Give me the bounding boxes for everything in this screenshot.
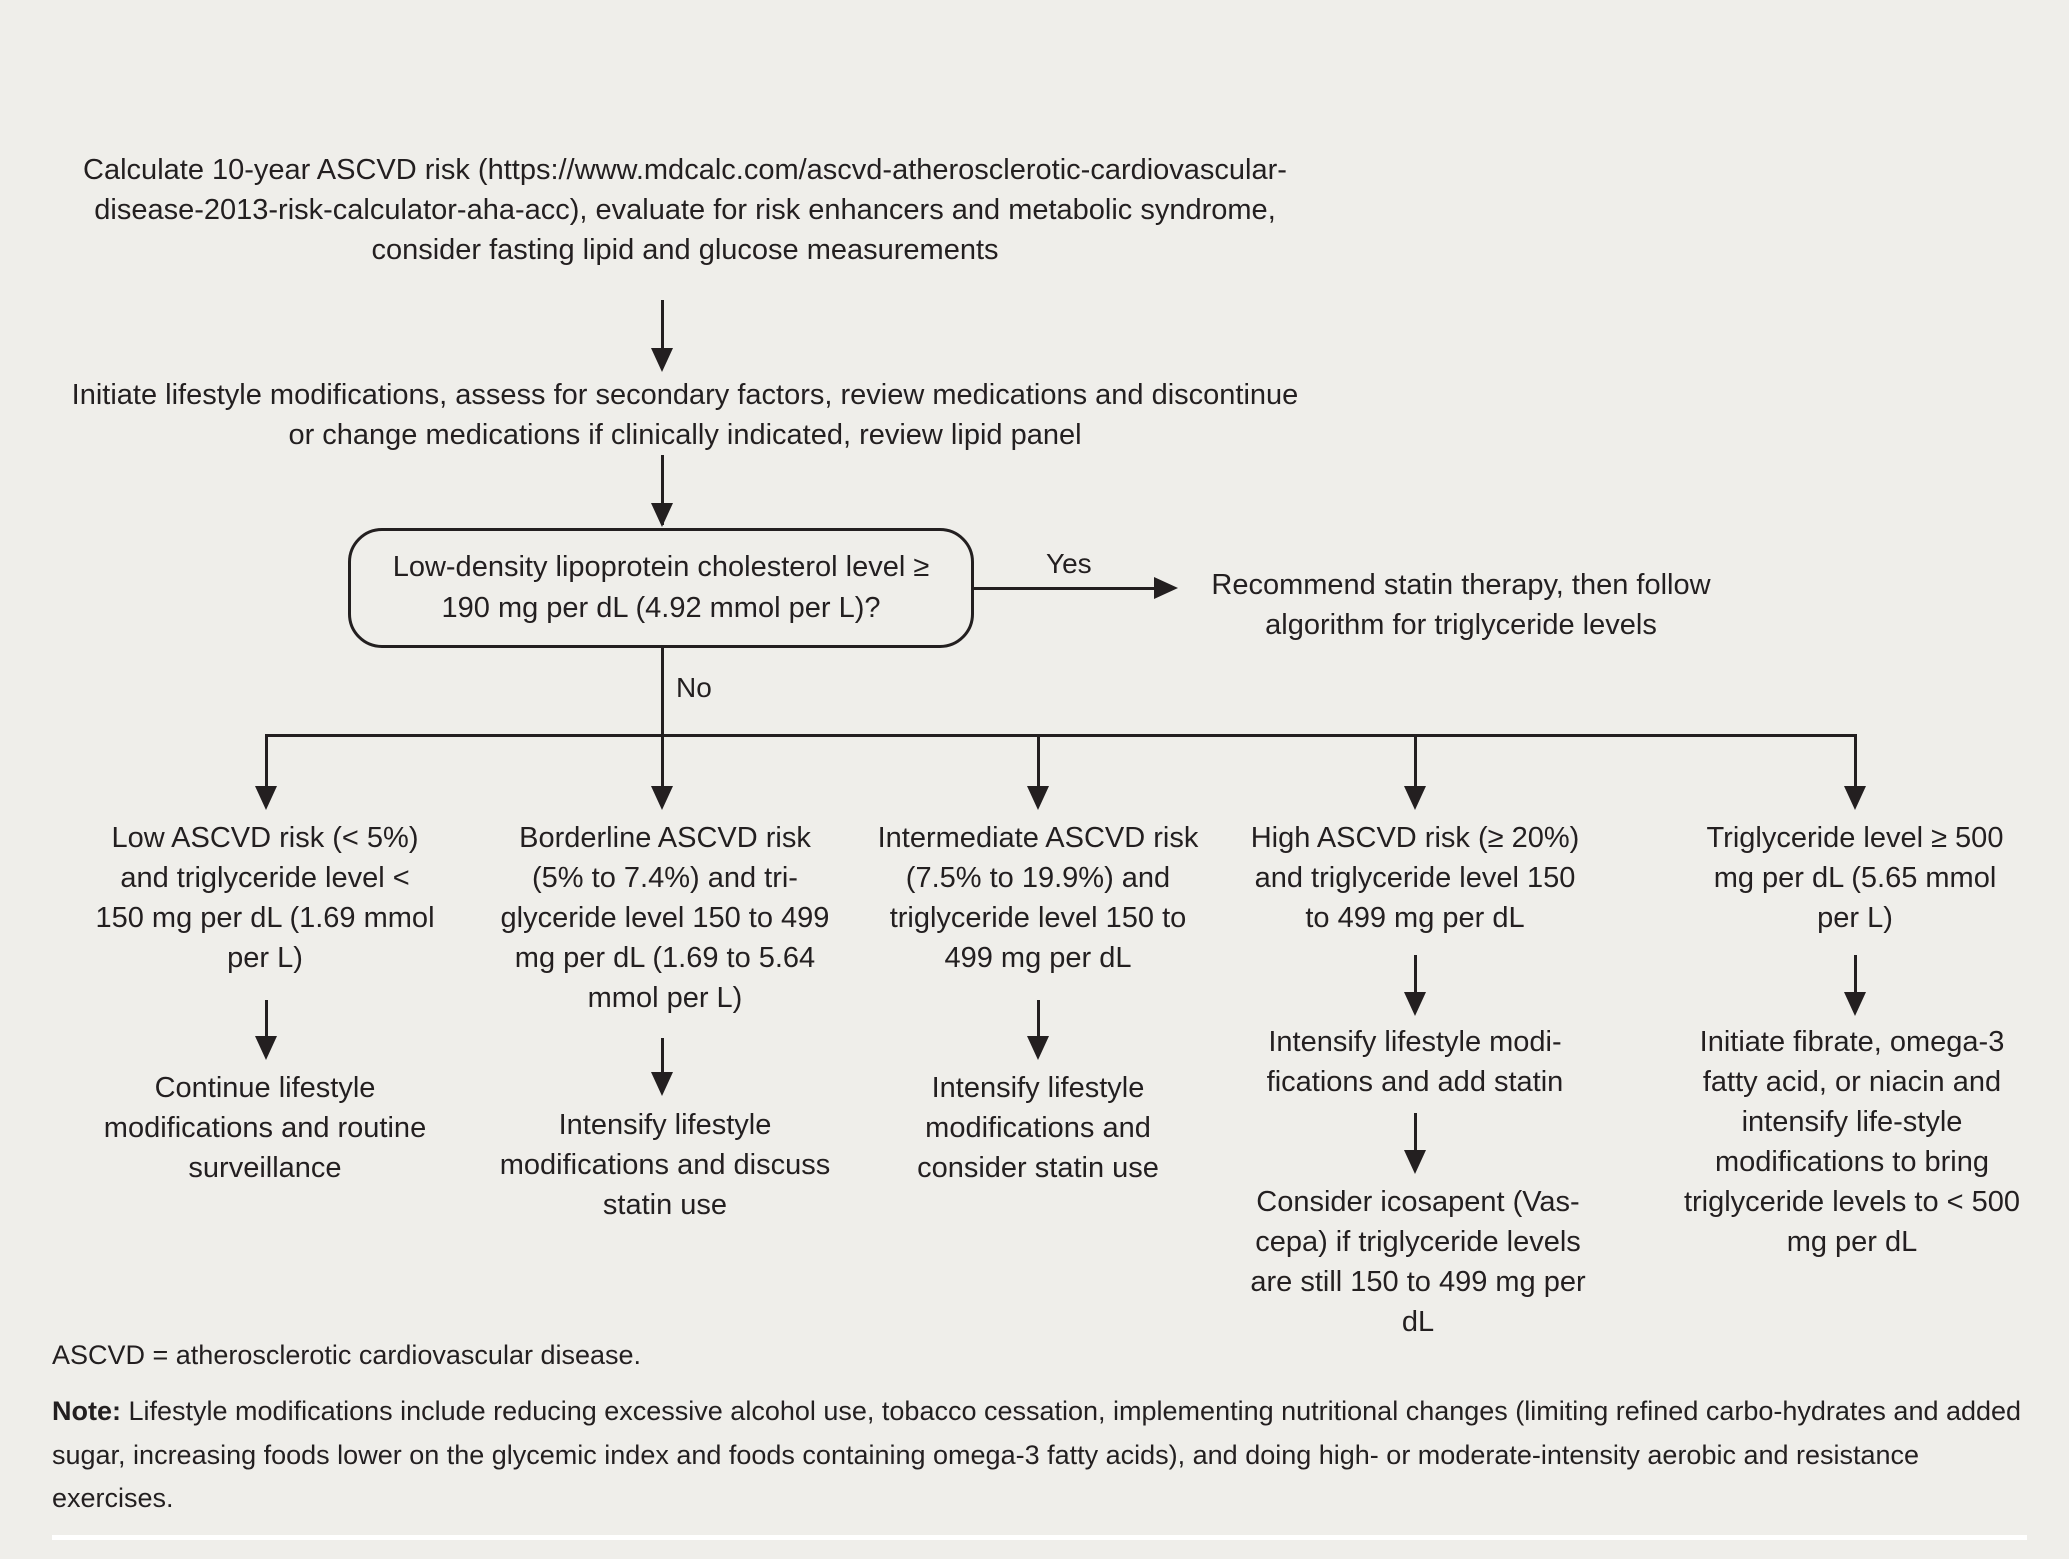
connector-branch-3 (1037, 734, 1040, 796)
step-initiate-lifestyle: Initiate lifestyle modifications, assess… (71, 379, 1299, 452)
connector-branch-2 (661, 734, 664, 796)
connector-high-action-1 (1414, 955, 1417, 1001)
arrowhead-borderline-action-1 (651, 1072, 673, 1096)
bottom-rule (52, 1535, 2027, 1540)
arrowhead-low-ascvd-action-1 (255, 1036, 277, 1060)
arrowhead-branch-4 (1404, 786, 1426, 810)
connector-low-ascvd-action-1 (265, 1000, 268, 1048)
arrowhead-branch-3 (1027, 786, 1049, 810)
arrowhead-decision-yes (1154, 577, 1178, 599)
outcome-statin-therapy: Recommend statin therapy, then follow al… (1211, 569, 1711, 642)
connector-branch-1 (265, 734, 268, 796)
connector-step1-step2 (661, 300, 664, 362)
connector-step2-decision (661, 455, 664, 525)
connector-high-action-2 (1414, 1113, 1417, 1161)
branch-condition-low-ascvd-risk: Low ASCVD risk (< 5%) and triglyceride l… (95, 822, 435, 975)
connector-very-high-action-1 (1854, 955, 1857, 1003)
branch-condition-very-high-triglycerides: Triglyceride level ≥ 500 mg per dL (5.65… (1706, 822, 2004, 935)
connector-borderline-action-1 (661, 1038, 664, 1084)
arrowhead-high-action-1 (1404, 992, 1426, 1016)
edge-label-no: No (676, 672, 712, 703)
branch-action-low-ascvd-1: Continue lifestyle modifications and rou… (103, 1072, 427, 1185)
branch-action-high-2: Consider icosapent (Vas-cepa) if triglyc… (1250, 1186, 1586, 1339)
arrowhead-intermediate-action-1 (1027, 1036, 1049, 1060)
connector-decision-no (661, 648, 664, 736)
connector-branch-4 (1414, 734, 1417, 796)
connector-intermediate-action-1 (1037, 1000, 1040, 1048)
edge-label-yes: Yes (1046, 548, 1092, 579)
branch-condition-intermediate-ascvd-risk: Intermediate ASCVD risk (7.5% to 19.9%) … (877, 822, 1199, 975)
connector-branch-5 (1854, 734, 1857, 796)
arrowhead-branch-5 (1844, 786, 1866, 810)
decision-ldl-threshold[interactable]: Low-density lipoprotein cholesterol leve… (348, 528, 974, 648)
footnote-note: Note: Lifestyle modifications include re… (52, 1390, 2027, 1521)
arrowhead-branch-1 (255, 786, 277, 810)
branch-condition-borderline-ascvd-risk: Borderline ASCVD risk (5% to 7.4%) and t… (500, 822, 830, 1015)
branch-action-high-1: Intensify lifestyle modi-fications and a… (1266, 1026, 1564, 1099)
arrowhead-step2-decision (651, 503, 673, 527)
footnote-note-body: Lifestyle modifications include reducing… (52, 1396, 2022, 1514)
branch-condition-high-ascvd-risk: High ASCVD risk (≥ 20%) and triglyceride… (1250, 822, 1580, 935)
branch-action-very-high-1: Initiate fibrate, omega-3 fatty acid, or… (1683, 1026, 2021, 1259)
step-calculate-risk: Calculate 10-year ASCVD risk (https://ww… (83, 154, 1287, 267)
arrowhead-branch-2 (651, 786, 673, 810)
arrowhead-very-high-action-1 (1844, 992, 1866, 1016)
arrowhead-high-action-2 (1404, 1150, 1426, 1174)
branch-action-intermediate-1: Intensify lifestyle modifications and co… (917, 1072, 1159, 1185)
distribution-bar (266, 734, 1856, 737)
connector-decision-yes (974, 587, 1166, 590)
footnote-note-label: Note: (52, 1396, 121, 1426)
footnote-abbreviation: ASCVD = atherosclerotic cardiovascular d… (52, 1340, 642, 1370)
branch-action-borderline-1: Intensify lifestyle modifications and di… (499, 1109, 831, 1222)
arrowhead-step1-step2 (651, 348, 673, 372)
